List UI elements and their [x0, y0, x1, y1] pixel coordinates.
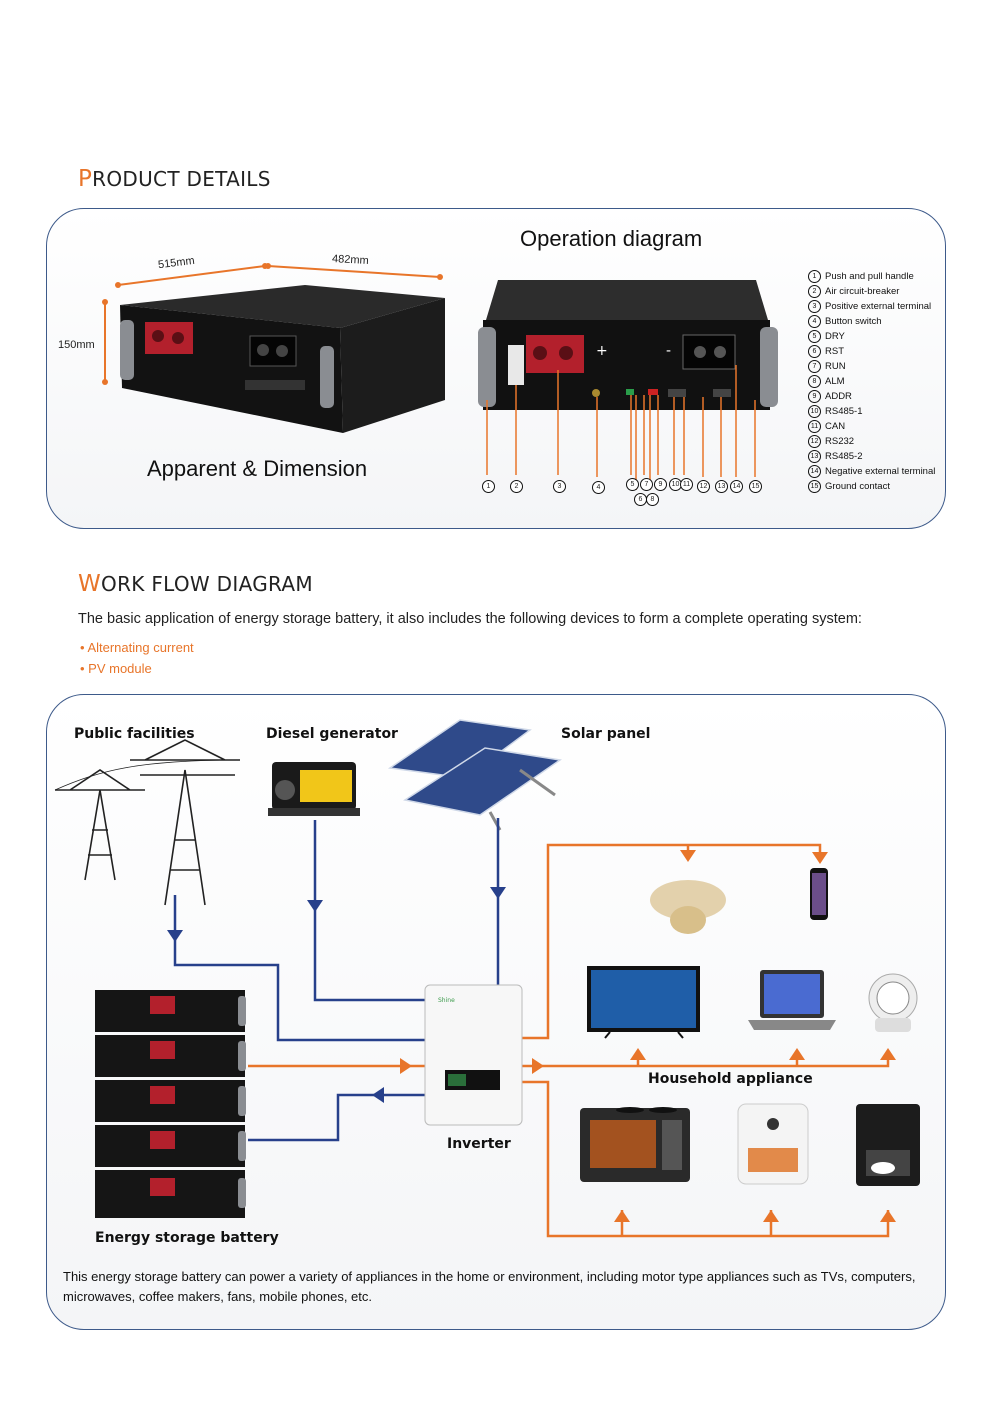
callout-8: 8	[646, 493, 659, 506]
oven-icon	[580, 1107, 690, 1182]
callout-1: 1	[482, 480, 495, 493]
callout-2: 2	[510, 480, 523, 493]
battery-dimension-illustration	[102, 263, 445, 433]
battery-stack-icon	[95, 990, 246, 1218]
callout-11: 11	[680, 478, 693, 491]
callout-5: 5	[626, 478, 639, 491]
tv-icon	[587, 966, 700, 1039]
workflow-intro: The basic application of energy storage …	[78, 611, 862, 627]
callout-14: 14	[730, 480, 743, 493]
operation-diagram-title: Operation diagram	[520, 226, 703, 251]
bullet-pv-module: • PV module	[80, 661, 152, 676]
dimension-height: 150mm	[58, 339, 95, 351]
label-energy-storage-battery: Energy storage battery	[95, 1230, 279, 1246]
chandelier-icon	[650, 880, 726, 934]
laptop-icon	[748, 970, 836, 1030]
callout-4: 4	[592, 481, 605, 494]
svg-text:+: +	[596, 343, 608, 359]
workflow-footer-text: This energy storage battery can power a …	[63, 1269, 916, 1304]
fan-icon	[868, 973, 918, 1032]
label-inverter: Inverter	[447, 1136, 511, 1152]
coffee-maker-icon	[856, 1104, 920, 1186]
air-fryer-icon	[737, 1103, 809, 1185]
svg-text:-: -	[666, 343, 671, 359]
solar-panel-icon	[387, 719, 562, 831]
callout-9: 9	[654, 478, 667, 491]
label-solar-panel: Solar panel	[561, 726, 651, 742]
bullet-alternating-current: • Alternating current	[80, 640, 194, 655]
callout-15: 15	[749, 480, 762, 493]
workflow-title: WORK FLOW DIAGRAM	[78, 571, 313, 597]
label-diesel-generator: Diesel generator	[266, 726, 398, 742]
callout-3: 3	[553, 480, 566, 493]
svg-text:Shine: Shine	[438, 997, 455, 1004]
label-public-facilities: Public facilities	[74, 726, 195, 742]
inverter-icon: Shine	[424, 984, 523, 1126]
apparent-dimension-label: Apparent & Dimension	[147, 456, 368, 481]
operation-front-panel: + -	[478, 280, 778, 490]
callout-13: 13	[715, 480, 728, 493]
power-tower-icon	[54, 739, 241, 906]
label-household-appliance: Household appliance	[648, 1071, 813, 1087]
product-details-title: PRODUCT DETAILS	[78, 166, 271, 192]
callout-12: 12	[697, 480, 710, 493]
callout-7: 7	[640, 478, 653, 491]
diesel-generator-icon	[268, 762, 360, 816]
